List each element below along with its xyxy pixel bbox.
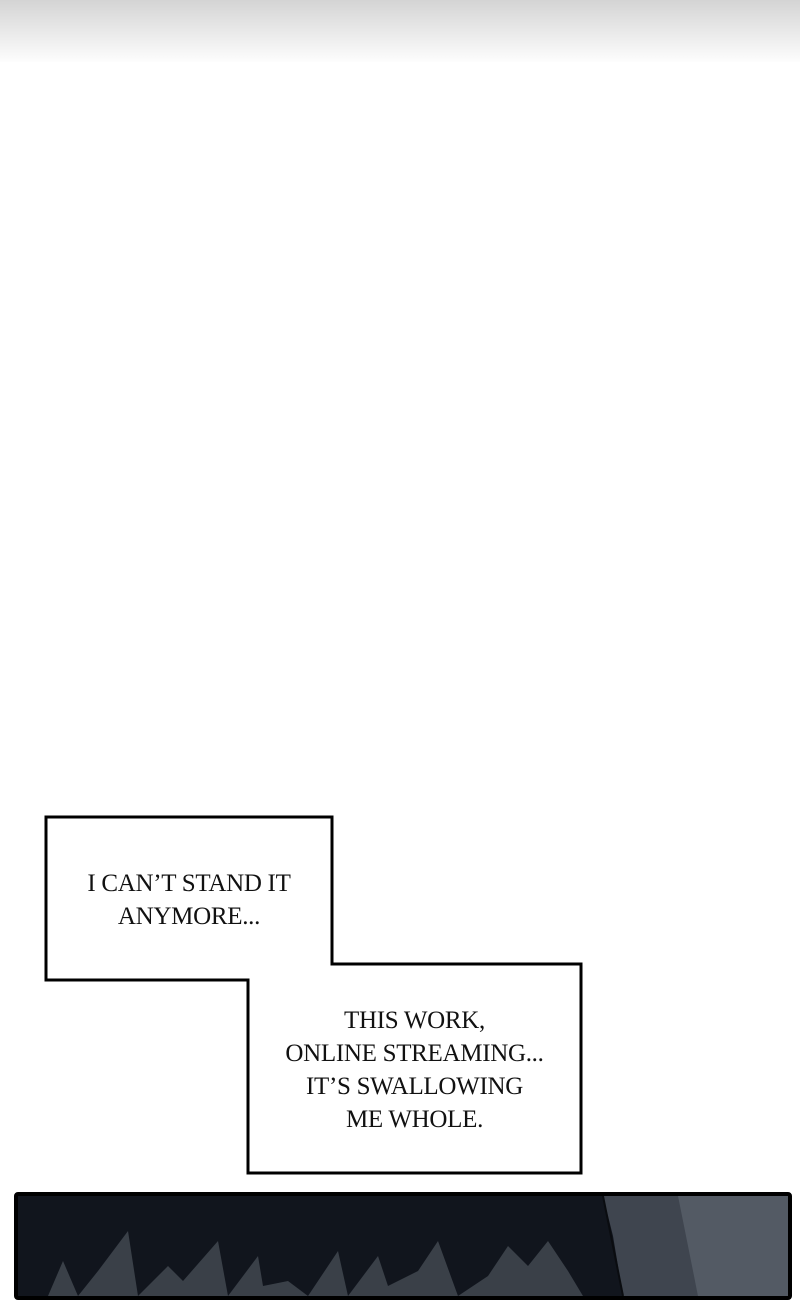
caption-text-1: I CAN’T STAND IT ANYMORE... [46,867,332,933]
comic-panel [14,1192,792,1300]
caption-line: ME WHOLE. [345,1106,484,1133]
caption-line: ANYMORE... [117,903,261,930]
caption-text-2: THIS WORK, ONLINE STREAMING... IT’S SWAL… [248,1004,581,1136]
panel-artwork [18,1196,788,1296]
top-fade-overlay [0,0,800,62]
caption-line: I CAN’T STAND IT [87,870,291,897]
caption-line: ONLINE STREAMING... [285,1040,544,1067]
caption-line: IT’S SWALLOWING [306,1073,523,1100]
caption-line: THIS WORK, [344,1007,485,1034]
